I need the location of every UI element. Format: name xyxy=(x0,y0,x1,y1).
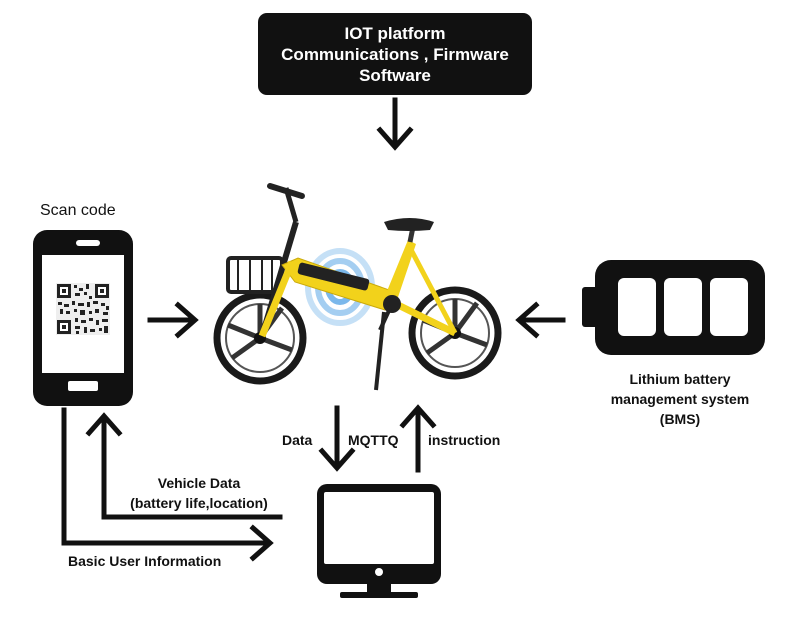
basic-user-info-label: Basic User Information xyxy=(68,553,222,569)
iot-platform-line2: Communications , Firmware xyxy=(281,44,509,64)
bms-label-line1: Lithium battery xyxy=(629,371,731,387)
arrow-down-iot-icon xyxy=(376,97,414,151)
scan-code-label: Scan code xyxy=(40,202,116,219)
arrow-up-instruction-icon xyxy=(399,404,437,473)
electric-bike-icon xyxy=(213,183,502,391)
qr-code-icon xyxy=(56,283,110,335)
arrow-down-data-icon xyxy=(318,405,356,472)
vehicle-data-label: Vehicle Data (battery life,location) xyxy=(112,473,286,513)
arrow-phone-to-monitor-icon xyxy=(61,407,274,562)
iot-platform-box: IOT platform Communications , Firmware S… xyxy=(258,13,532,95)
battery-icon xyxy=(582,260,765,355)
arrow-monitor-to-phone-icon xyxy=(85,412,283,520)
instruction-label: instruction xyxy=(428,432,501,448)
vehicle-data-line1: Vehicle Data xyxy=(157,475,241,491)
bms-label-line3: (BMS) xyxy=(659,411,701,427)
iot-platform-line3: Software xyxy=(359,65,431,85)
bms-label: Lithium battery management system (BMS) xyxy=(600,369,760,429)
arrow-left-battery-to-bike-icon xyxy=(515,301,566,339)
vehicle-data-line2: (battery life,location) xyxy=(130,495,268,511)
data-label: Data xyxy=(282,432,313,448)
mqttq-label: MQTTQ xyxy=(348,432,399,448)
arrow-right-phone-to-bike-icon xyxy=(147,301,199,339)
computer-monitor-icon xyxy=(317,484,441,598)
bms-label-line2: management system xyxy=(610,391,750,407)
iot-platform-title: IOT platform xyxy=(344,23,446,43)
